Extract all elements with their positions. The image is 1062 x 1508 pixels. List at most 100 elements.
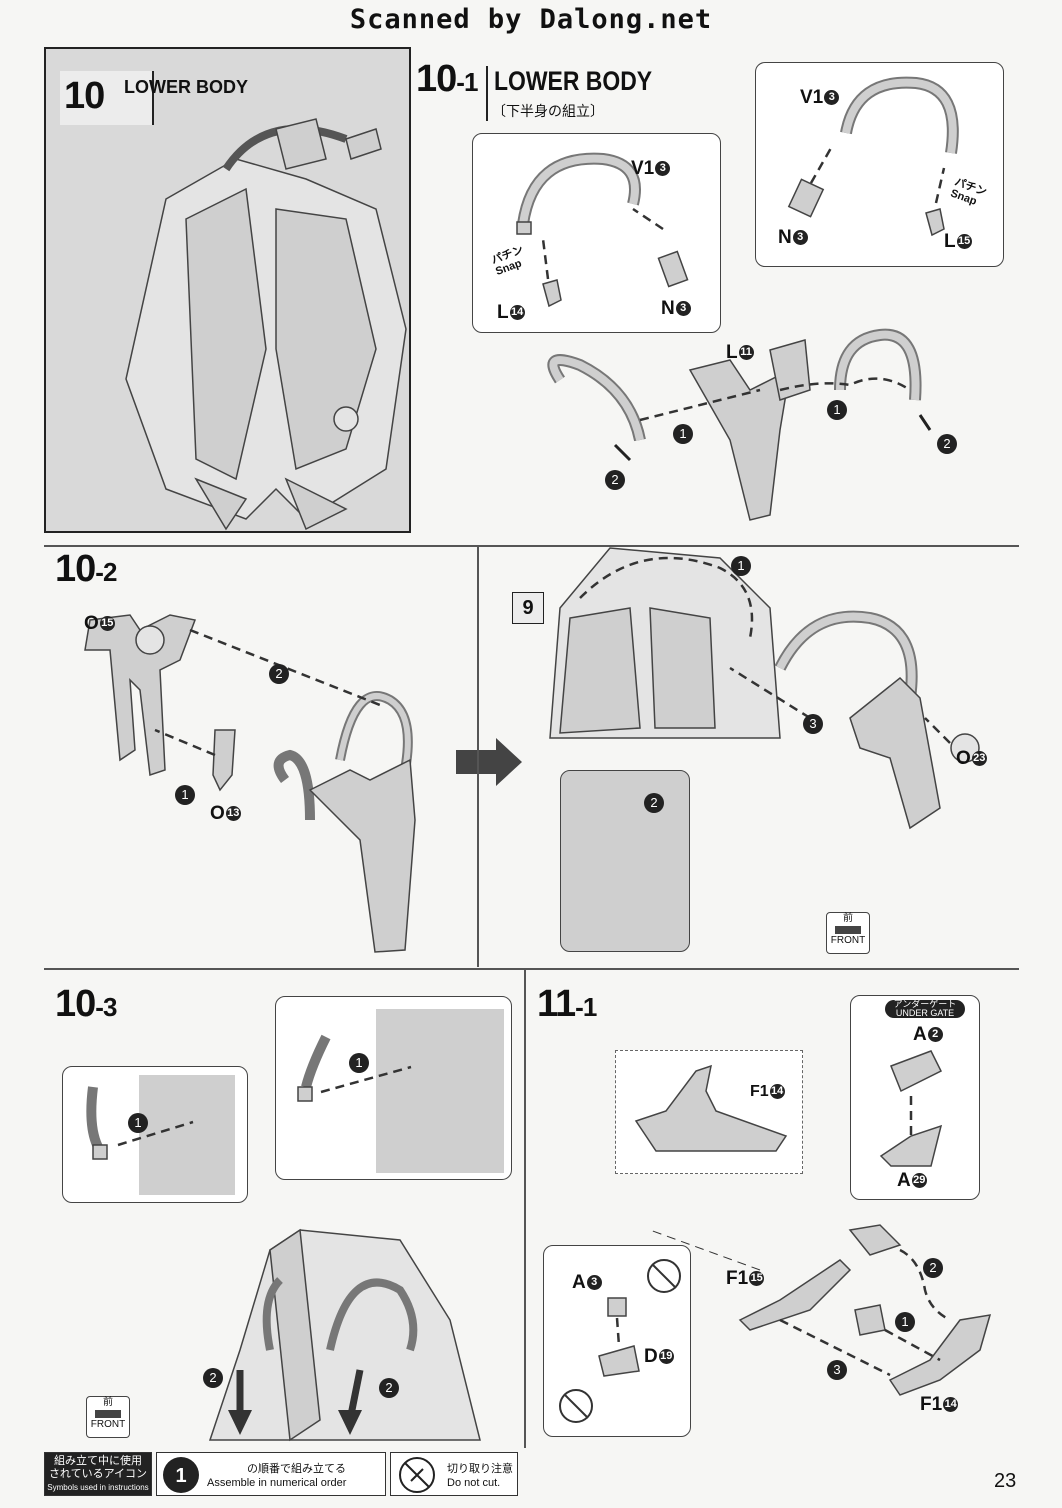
next-arrow-icon [456, 738, 522, 786]
step10-3-number: 10-3 [55, 983, 117, 1026]
step10-3-sub: -3 [95, 992, 117, 1022]
divider-1 [44, 545, 1019, 547]
step10-3-order-r1: 1 [349, 1053, 369, 1073]
step10-photo-panel: 10 LOWER BODY [44, 47, 411, 533]
o15-num: 15 [99, 616, 115, 632]
a2-num: 2 [927, 1027, 943, 1043]
step10-2-order-r3: 3 [803, 714, 823, 734]
divider-vertical-1 [477, 547, 479, 967]
f1-num: 14 [769, 1084, 785, 1100]
under-gate-diagram [879, 1050, 943, 1167]
step10-2-order-r1: 1 [731, 556, 751, 576]
step10-3-order-l1: 1 [128, 1113, 148, 1133]
lower-body-model-image [125, 118, 407, 531]
step11-1-order-1: 1 [895, 1312, 915, 1332]
step11-1-order-3: 3 [827, 1360, 847, 1380]
step10-2-detail-bubble: 2 [560, 770, 690, 952]
step11-1-sub: -1 [575, 992, 597, 1022]
hose-detail [86, 1086, 194, 1160]
order-en: Assemble in numerical order [207, 1477, 347, 1489]
l-part: L [497, 302, 509, 323]
detail-image [376, 1009, 504, 1173]
divider-vertical-2 [524, 970, 526, 1448]
a3-d19-diagram [559, 1259, 681, 1423]
footer-legend-title: 組み立て中に使用 されているアイコン Symbols used in instr… [44, 1452, 152, 1496]
a3-num: 3 [586, 1275, 602, 1291]
f1-part: F1 [726, 1268, 749, 1289]
hose-assembly-diagram [516, 152, 689, 308]
step10-1-order-2a: 2 [605, 470, 625, 490]
front-icon-10-2: 前 FRONT [826, 912, 870, 954]
step10-label-box: 10 [60, 71, 154, 125]
f1-part: F1 [920, 1394, 943, 1415]
o23-num: 23 [971, 751, 987, 767]
step10-3-left-bubble: 1 [62, 1066, 248, 1203]
n-part: N [661, 298, 675, 319]
step10-2-main: 10 [55, 548, 96, 590]
under-gate-badge: アンダーゲート UNDER GATE [885, 1000, 965, 1018]
o13-num: 13 [225, 806, 241, 822]
f1-num: 15 [749, 1271, 765, 1287]
step11-1-main: 11 [537, 983, 576, 1025]
l11-part: L [726, 342, 738, 363]
step10-3-order-2b: 2 [379, 1378, 399, 1398]
a3-part: A [572, 1272, 586, 1293]
step10-1-main: 10 [416, 58, 457, 100]
ref-step-9-box: 9 [512, 592, 544, 624]
hose-assembly-diagram-right [787, 76, 959, 237]
step10-2-left-diagram [84, 614, 416, 953]
under-gate-en: UNDER GATE [895, 1008, 955, 1018]
f1-part-diagram [634, 1064, 788, 1152]
l-num: 14 [509, 305, 525, 321]
step10-2-order-2: 2 [269, 664, 289, 684]
v1-part: V1 [631, 158, 655, 179]
scanned-by-header: Scanned by Dalong.net [349, 4, 713, 35]
step11-1-order-2: 2 [923, 1258, 943, 1278]
legend-jp-1: 組み立て中に使用 [54, 1455, 142, 1467]
step10-2-order-1: 1 [175, 785, 195, 805]
order-number-icon: 1 [163, 1457, 199, 1493]
step10-2-right-diagram [549, 547, 980, 830]
page-number: 23 [994, 1470, 1017, 1492]
d19-num: 19 [658, 1349, 674, 1365]
step10-number: 10 [64, 75, 105, 117]
l-part: L [944, 231, 956, 252]
f1-part: F1 [750, 1083, 769, 1100]
step10-1-title: LOWER BODY [494, 66, 653, 96]
order-jp: の順番で組み立てる [247, 1463, 346, 1475]
legend-en: Symbols used in instructions [47, 1483, 149, 1492]
o13-part: O [210, 803, 225, 824]
do-not-cut-icon [399, 1457, 435, 1493]
step10-3-main: 10 [55, 983, 96, 1025]
step10-2-sub: -2 [95, 557, 117, 587]
step10-3-right-bubble: 1 [275, 996, 512, 1180]
front-jp: 前 [103, 1397, 113, 1408]
cut-jp: 切り取り注意 [447, 1463, 513, 1475]
under-gate-jp: アンダーゲート [893, 999, 957, 1009]
a29-part: A [897, 1170, 911, 1191]
cut-en: Do not cut. [447, 1477, 501, 1489]
step10-1-order-1a: 1 [673, 424, 693, 444]
n-part: N [778, 227, 792, 248]
step10-3-main-diagram [208, 1228, 481, 1442]
svg-text:1: 1 [175, 1465, 186, 1487]
step10-1-sub: -1 [456, 67, 478, 97]
a29-num: 29 [911, 1173, 927, 1189]
n-num: 3 [792, 230, 808, 246]
front-en: FRONT [830, 935, 866, 946]
o15-part: O [84, 613, 99, 634]
